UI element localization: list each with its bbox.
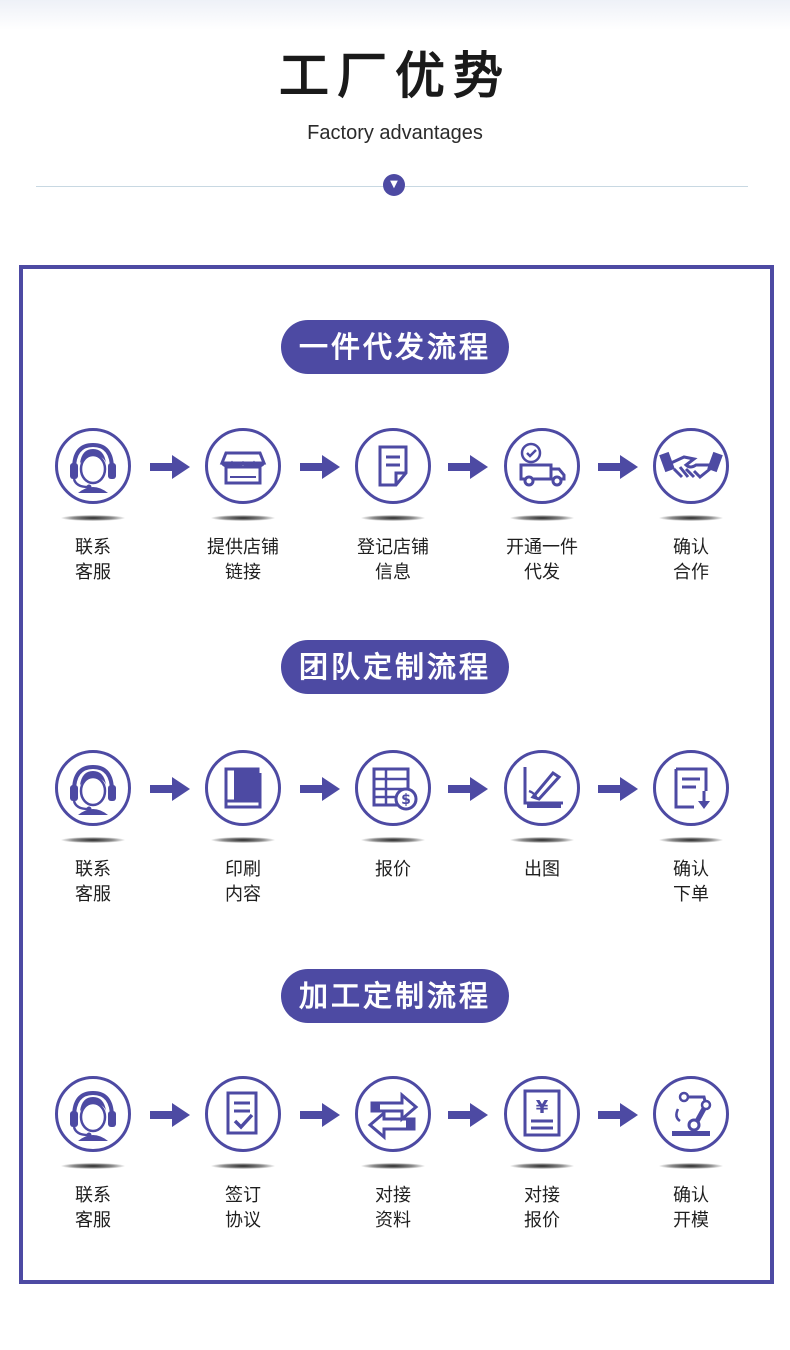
step: 联系客服: [38, 1076, 148, 1233]
arrow-right-icon: [598, 455, 638, 479]
step-label: 确认合作: [673, 537, 709, 583]
arrow-right-icon: [150, 777, 190, 801]
step: 签订协议: [188, 1076, 298, 1233]
step: 对接资料: [338, 1076, 448, 1233]
arrow-right-icon: [448, 1103, 488, 1127]
step-label: 联系客服: [75, 537, 111, 583]
arrow-right-icon: [448, 777, 488, 801]
step-label: 登记店铺信息: [357, 537, 429, 583]
icon-shadow: [659, 1163, 723, 1169]
robot-arm-icon: [653, 1076, 729, 1152]
icon-shadow: [510, 1163, 574, 1169]
exchange-icon: [355, 1076, 431, 1152]
arrow-right-icon: [448, 455, 488, 479]
arrow-right-icon: [150, 1103, 190, 1127]
icon-shadow: [61, 837, 125, 843]
document-icon: [355, 428, 431, 504]
icon-shadow: [510, 837, 574, 843]
svg-text:$: $: [401, 792, 411, 808]
customer-service-icon: [55, 750, 131, 826]
step-label: 对接资料: [375, 1185, 411, 1231]
section-title: 团队定制流程: [280, 640, 510, 694]
delivery-truck-icon: [504, 428, 580, 504]
icon-shadow: [659, 515, 723, 521]
icon-shadow: [659, 837, 723, 843]
icon-shadow: [361, 1163, 425, 1169]
step: $ 报价: [338, 750, 448, 882]
step: 出图: [487, 750, 597, 882]
icon-shadow: [361, 515, 425, 521]
arrow-right-icon: [300, 455, 340, 479]
icon-shadow: [211, 837, 275, 843]
step-label: 确认开模: [673, 1185, 709, 1231]
arrow-right-icon: [598, 1103, 638, 1127]
step: 登记店铺信息: [338, 428, 448, 585]
icon-shadow: [61, 1163, 125, 1169]
arrow-right-icon: [300, 777, 340, 801]
arrow-right-icon: [150, 455, 190, 479]
page-title: 工厂优势: [279, 47, 511, 105]
step-label: 联系客服: [75, 1185, 111, 1231]
step-label: 确认下单: [673, 859, 709, 905]
drawing-icon: [504, 750, 580, 826]
icon-shadow: [61, 515, 125, 521]
price-sheet-icon: $: [355, 750, 431, 826]
step-label: 报价: [375, 859, 411, 880]
step-label: 联系客服: [75, 859, 111, 905]
step-label: 提供店铺链接: [207, 537, 279, 583]
chevron-down-icon: ▼: [383, 174, 405, 196]
step: 提供店铺链接: [188, 428, 298, 585]
confirm-order-icon: [653, 750, 729, 826]
icon-shadow: [510, 515, 574, 521]
step: 确认下单: [636, 750, 746, 907]
step-label: 开通一件代发: [506, 537, 578, 583]
top-fade: [0, 0, 790, 30]
step: 开通一件代发: [487, 428, 597, 585]
arrow-right-icon: [598, 777, 638, 801]
icon-shadow: [211, 1163, 275, 1169]
step: 联系客服: [38, 750, 148, 907]
svg-text:¥: ¥: [536, 1097, 549, 1118]
step-label: 印刷内容: [225, 859, 261, 905]
section-title: 加工定制流程: [280, 969, 510, 1023]
step: 印刷内容: [188, 750, 298, 907]
section-title: 一件代发流程: [280, 320, 510, 374]
icon-shadow: [361, 837, 425, 843]
step: 确认合作: [636, 428, 746, 585]
step: 确认开模: [636, 1076, 746, 1233]
arrow-right-icon: [300, 1103, 340, 1127]
customer-service-icon: [55, 1076, 131, 1152]
sign-agreement-icon: [205, 1076, 281, 1152]
storefront-icon: [205, 428, 281, 504]
step-label: 对接报价: [524, 1185, 560, 1231]
icon-shadow: [211, 515, 275, 521]
step-label: 出图: [524, 859, 560, 880]
yuan-invoice-icon: ¥: [504, 1076, 580, 1152]
page-subtitle: Factory advantages: [307, 122, 483, 144]
handshake-icon: [653, 428, 729, 504]
customer-service-icon: [55, 428, 131, 504]
step-label: 签订协议: [225, 1185, 261, 1231]
book-icon: [205, 750, 281, 826]
step: ¥ 对接报价: [487, 1076, 597, 1233]
process-frame: [19, 265, 774, 1284]
step: 联系客服: [38, 428, 148, 585]
